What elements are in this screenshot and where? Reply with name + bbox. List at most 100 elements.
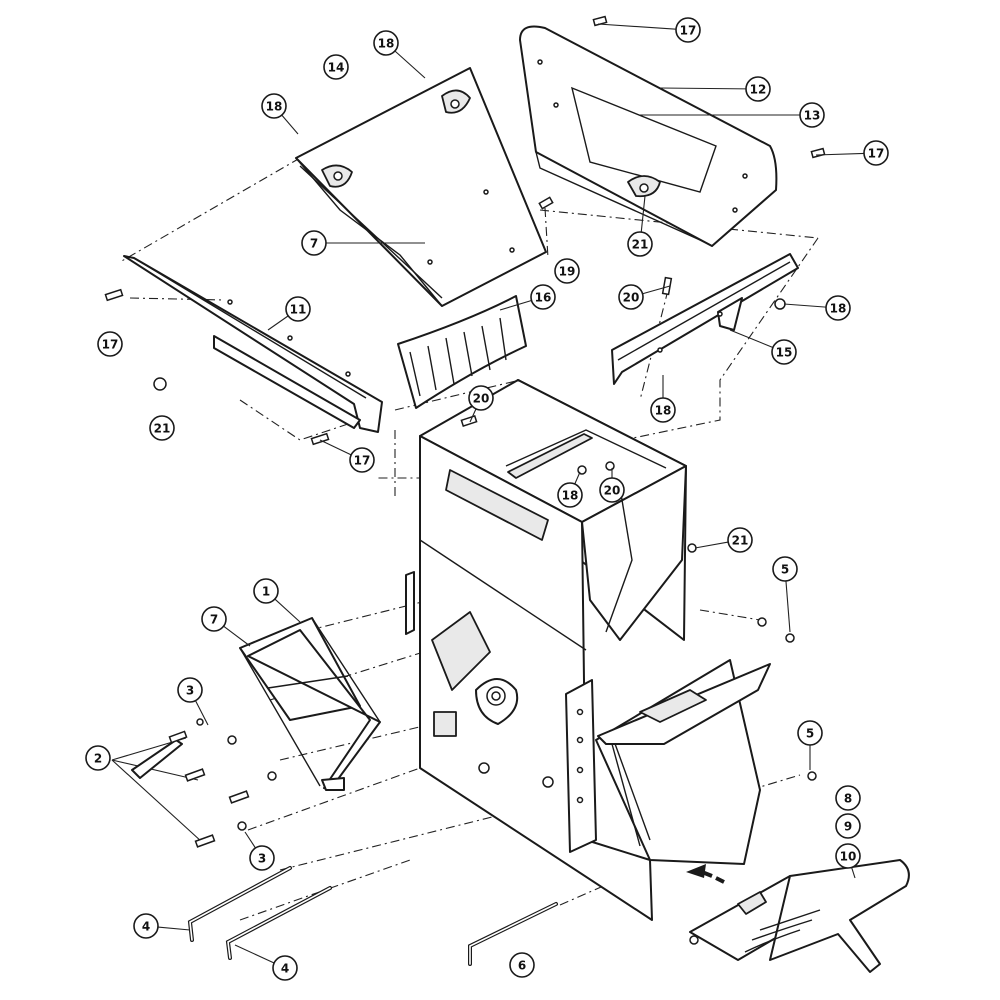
right-side-rail [611, 253, 799, 385]
callout-20: 20 [599, 477, 625, 503]
callout-circle [509, 952, 535, 978]
callout-circle [249, 845, 275, 871]
callout-circle [349, 447, 375, 473]
main-housing [405, 379, 771, 921]
callout-17: 17 [675, 17, 701, 43]
callout-5: 5 [797, 720, 823, 746]
callout-label: 15 [776, 346, 793, 360]
callout-leader [223, 625, 251, 647]
callout-label: 16 [535, 291, 552, 305]
callout-21: 21 [149, 415, 175, 441]
callout-label: 18 [266, 100, 283, 114]
callout-leader [319, 439, 352, 456]
callout-leaders [157, 23, 865, 964]
side-cover-panel [519, 25, 778, 247]
callout-circle [373, 30, 399, 56]
callout-label: 3 [258, 852, 266, 866]
callout-4: 4 [272, 955, 298, 981]
callout-leader [194, 700, 209, 726]
callout-leader [729, 329, 774, 348]
callout-18: 18 [825, 295, 851, 321]
callout-leader [694, 541, 729, 549]
callout-leader [574, 471, 581, 485]
callout-leader [234, 944, 275, 964]
callout-circle [835, 843, 861, 869]
callout-label: 4 [281, 962, 289, 976]
callout-circle [468, 385, 494, 411]
callout-leader [785, 580, 791, 633]
callout-20: 20 [468, 385, 494, 411]
callout-5: 5 [772, 556, 798, 582]
callout-21: 21 [627, 231, 653, 257]
callout-10: 10 [835, 843, 861, 869]
callout-1: 1 [253, 578, 279, 604]
callout-circle [650, 397, 676, 423]
callout-leader [640, 195, 646, 233]
callout-label: 1 [262, 585, 270, 599]
callout-label: 7 [210, 613, 218, 627]
callout-leader [499, 299, 532, 311]
callout-11: 11 [285, 296, 311, 322]
callout-circle [675, 17, 701, 43]
callout-16: 16 [530, 284, 556, 310]
callout-leader [281, 114, 299, 135]
callout-label: 20 [473, 392, 490, 406]
callout-19: 19 [554, 258, 580, 284]
callout-label: 21 [632, 238, 649, 252]
callout-circle [323, 54, 349, 80]
callout-leader [394, 50, 426, 79]
callout-label: 4 [142, 920, 150, 934]
callout-label: 18 [562, 489, 579, 503]
callout-label: 21 [732, 534, 749, 548]
rods [187, 866, 558, 966]
callout-leader [157, 926, 191, 931]
callout-leader [851, 867, 856, 879]
callout-circle [745, 76, 771, 102]
callout-label: 21 [154, 422, 171, 436]
callout-label: 18 [830, 302, 847, 316]
callout-circle [272, 955, 298, 981]
callout-9: 9 [835, 813, 861, 839]
callout-label: 18 [655, 404, 672, 418]
callout-circle [797, 720, 823, 746]
callout-label: 12 [750, 83, 767, 97]
callout-circle [97, 331, 123, 357]
callout-leader [469, 408, 477, 423]
callout-label: 7 [310, 237, 318, 251]
callout-circle [835, 813, 861, 839]
callout-circle [835, 785, 861, 811]
callout-18: 18 [261, 93, 287, 119]
callout-circle [177, 677, 203, 703]
callout-label: 13 [804, 109, 821, 123]
callout-label: 10 [840, 850, 857, 864]
callout-3: 3 [249, 845, 275, 871]
callout-7: 7 [201, 606, 227, 632]
callout-circle [557, 482, 583, 508]
callout-label: 9 [844, 820, 852, 834]
callout-label: 5 [781, 563, 789, 577]
left-side-rail [123, 255, 383, 433]
callout-label: 20 [623, 291, 640, 305]
callout-circle [301, 230, 327, 256]
callout-13: 13 [799, 102, 825, 128]
callout-circle [825, 295, 851, 321]
callout-label: 19 [559, 265, 576, 279]
callout-circle [149, 415, 175, 441]
scraper-tool [689, 859, 910, 973]
callout-3: 3 [177, 677, 203, 703]
callout-circle [554, 258, 580, 284]
callout-label: 20 [604, 484, 621, 498]
callout-circle [771, 339, 797, 365]
callout-label: 17 [102, 338, 119, 352]
upper-cover-panel [295, 67, 547, 307]
callout-4: 4 [133, 913, 159, 939]
callout-circle [772, 556, 798, 582]
callout-leader [597, 23, 677, 30]
callout-17: 17 [863, 140, 889, 166]
callout-12: 12 [745, 76, 771, 102]
callout-circle [799, 102, 825, 128]
callout-leader [659, 87, 747, 90]
insert-arrow [686, 864, 725, 884]
